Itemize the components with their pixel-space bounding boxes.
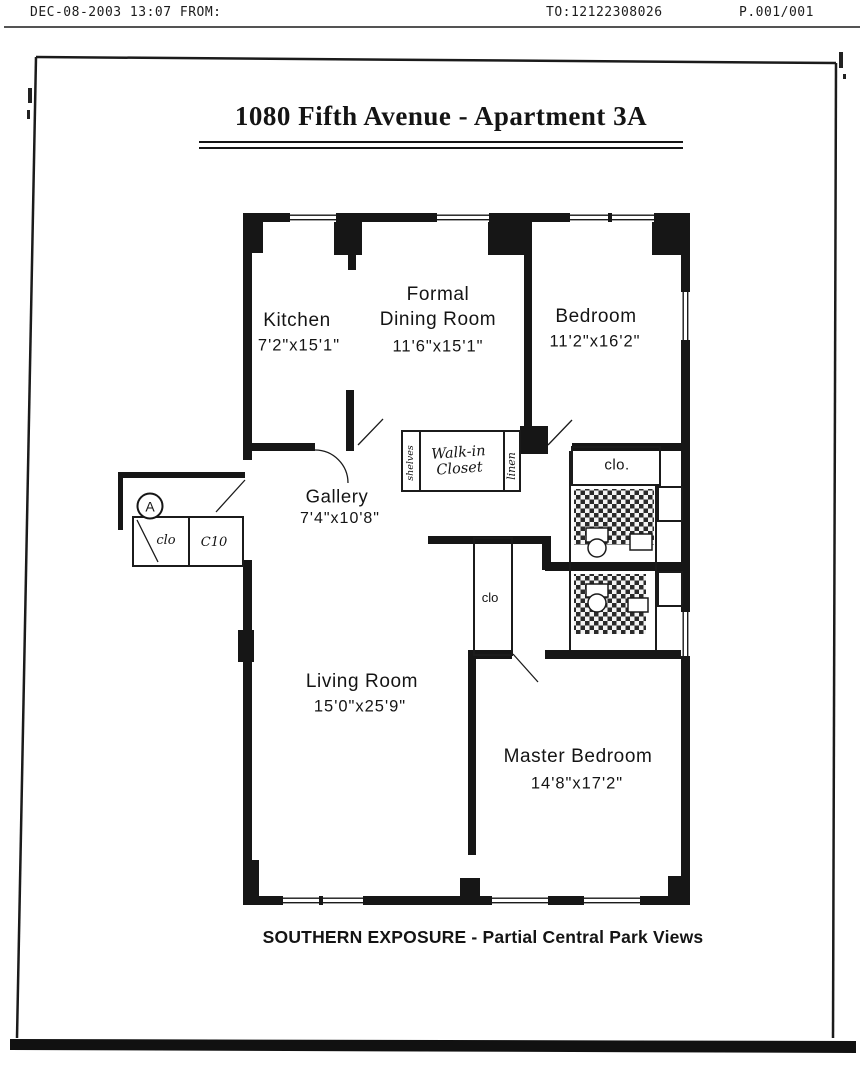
bedroom-label: Bedroom [555,306,637,328]
bathroom-fixtures [585,527,653,613]
page-title: 1080 Fifth Avenue - Apartment 3A [234,101,648,132]
living-room-dims: 15'0"x25'9" [313,697,407,716]
exposure-note: SOUTHERN EXPOSURE - Partial Central Park… [262,927,704,948]
dining-room-label: Formal Dining Room [379,284,497,330]
kitchen-dims: 7'2"x15'1" [257,336,341,355]
master-bedroom-label: Master Bedroom [503,746,653,768]
hall-closet-label-2: C10 [200,534,228,550]
fax-from-line: DEC-08-2003 13:07 FROM: [30,5,222,20]
living-room-label: Living Room [305,671,419,693]
gallery-label: Gallery [305,485,369,507]
windows [283,213,690,905]
bath-closet-label: clo. [604,456,630,474]
hall-closet-label-1: clo [156,532,176,548]
thin-partitions [132,430,683,656]
entry-marker-a: A [136,492,164,520]
master-bedroom-dims: 14'8"x17'2" [530,774,624,793]
bedroom-dims: 11'2"x16'2" [549,332,641,351]
dining-room-dims: 11'6"x15'1" [392,337,484,356]
scan-noise [27,52,846,119]
kitchen-label: Kitchen [263,310,331,332]
title-underline [199,141,683,149]
walk-in-closet-label: Walk-in Closet [430,443,487,479]
fax-page-line: P.001/001 [739,5,814,20]
mid-closet-label: clo [481,589,499,605]
gallery-dims: 7'4"x10'8" [300,510,380,527]
page-border [4,26,860,1053]
shelves-label: shelves [405,445,417,481]
door-swings [136,418,573,683]
linen-label: linen [505,452,519,480]
fax-to-line: TO:12122308026 [546,5,663,20]
